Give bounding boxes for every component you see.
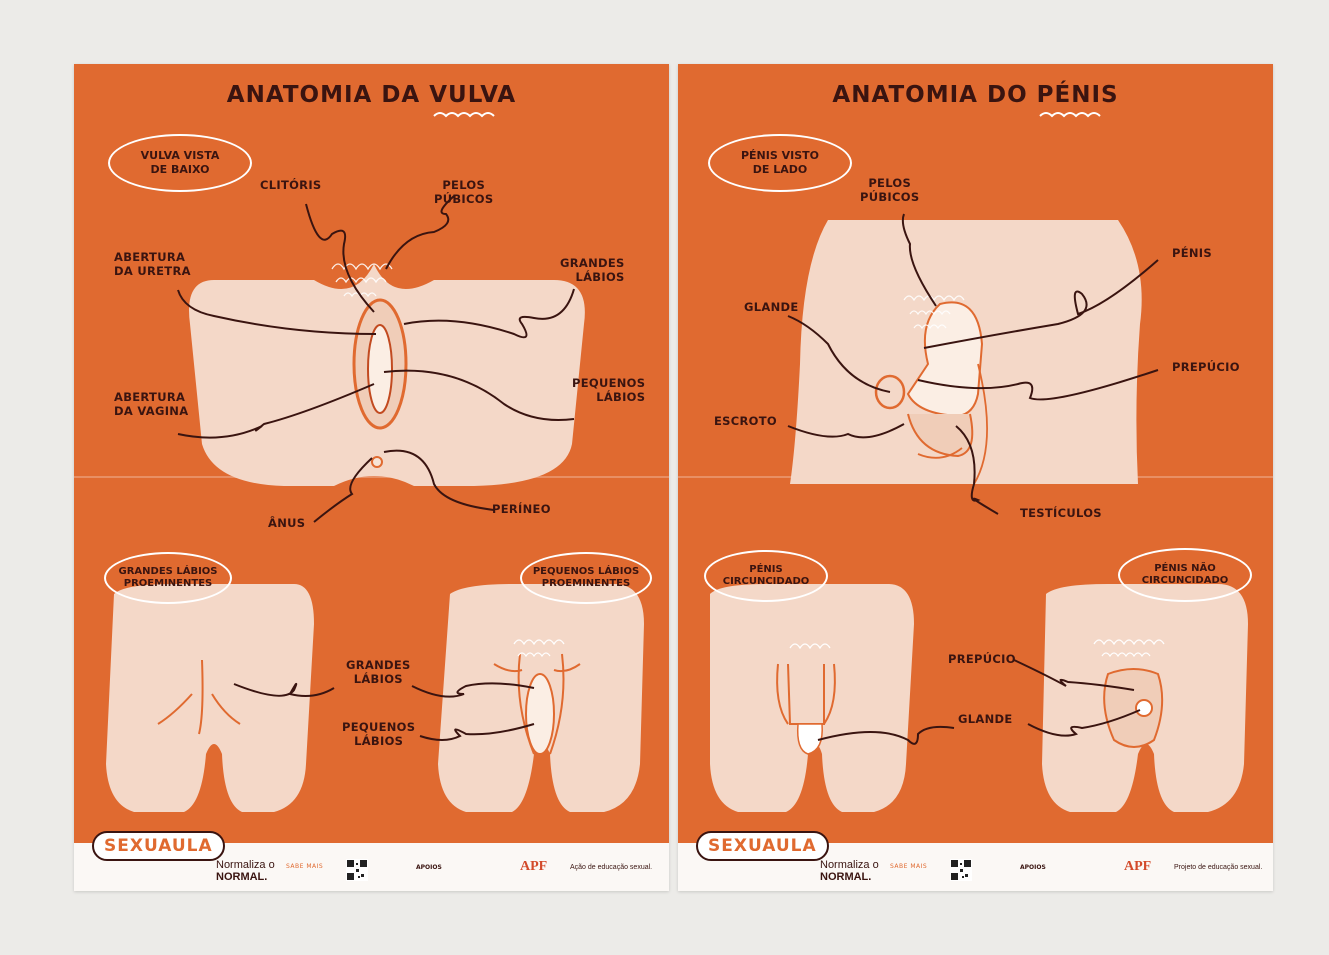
label-pelos-pubicos: PELOS PÚBICOS <box>860 176 919 204</box>
sabe-mais-link[interactable]: SABE MAIS <box>286 863 323 870</box>
label-abertura-vagina: ABERTURA DA VAGINA <box>114 390 188 418</box>
bubble-pequenos-labios: PEQUENOS LÁBIOS PROEMINENTES <box>520 552 652 604</box>
sabe-mais-link[interactable]: SABE MAIS <box>890 863 927 870</box>
page-title: ANATOMIA DO PÉNIS <box>678 82 1273 108</box>
label-penis: PÉNIS <box>1172 246 1212 260</box>
bubble-circuncidado: PÉNIS CIRCUNCIDADO <box>704 550 828 602</box>
tagline: Normaliza o NORMAL. <box>820 859 879 883</box>
apoios-label: APOIOS <box>1020 864 1046 871</box>
label-pequenos-labios: PEQUENOS LÁBIOS <box>572 376 645 404</box>
label-clitoris: CLITÓRIS <box>260 178 321 192</box>
label-pequenos-labios-2: PEQUENOS LÁBIOS <box>342 720 415 748</box>
sexuaula-logo: SEXUAULA <box>92 831 225 861</box>
view-bubble: VULVA VISTA DE BAIXO <box>108 134 252 192</box>
footer: SEXUAULA Normaliza o NORMAL. SABE MAIS A… <box>678 843 1273 891</box>
apf-logo: APF <box>520 859 547 875</box>
title-underline <box>1038 110 1108 120</box>
qr-code-icon[interactable] <box>346 859 368 881</box>
label-abertura-uretra: ABERTURA DA URETRA <box>114 250 191 278</box>
label-escroto: ESCROTO <box>714 414 777 428</box>
label-prepucio-2: PREPÚCIO <box>948 652 1016 666</box>
footer: SEXUAULA Normaliza o NORMAL. SABE MAIS A… <box>74 843 669 891</box>
bubble-nao-circuncidado: PÉNIS NÃO CIRCUNCIDADO <box>1118 548 1252 602</box>
apf-logo: APF <box>1124 859 1151 875</box>
label-testiculos: TESTÍCULOS <box>1020 506 1102 520</box>
poster-vulva-anatomy: ANATOMIA DA VULVA VULVA VISTA DE BAIXO C… <box>74 64 669 891</box>
label-perineo: PERÍNEO <box>492 502 551 516</box>
apoios-label: APOIOS <box>416 864 442 871</box>
label-pelos-pubicos: PELOS PÚBICOS <box>434 178 493 206</box>
title-underline <box>432 110 502 120</box>
label-prepucio: PREPÚCIO <box>1172 360 1240 374</box>
view-bubble: PÉNIS VISTO DE LADO <box>708 134 852 192</box>
footer-note: Projeto de educação sexual. <box>1174 864 1262 871</box>
qr-code-icon[interactable] <box>950 859 972 881</box>
tagline: Normaliza o NORMAL. <box>216 859 275 883</box>
label-grandes-labios: GRANDES LÁBIOS <box>560 256 625 284</box>
bubble-grandes-labios: GRANDES LÁBIOS PROEMINENTES <box>104 552 232 604</box>
label-glande-2: GLANDE <box>958 712 1013 726</box>
label-glande: GLANDE <box>744 300 799 314</box>
label-anus: ÂNUS <box>268 516 305 530</box>
sexuaula-logo: SEXUAULA <box>696 831 829 861</box>
poster-penis-anatomy: ANATOMIA DO PÉNIS PÉNIS VISTO DE LADO PE… <box>678 64 1273 891</box>
label-grandes-labios-2: GRANDES LÁBIOS <box>346 658 411 686</box>
page-title: ANATOMIA DA VULVA <box>74 82 669 108</box>
footer-note: Ação de educação sexual. <box>570 864 652 871</box>
